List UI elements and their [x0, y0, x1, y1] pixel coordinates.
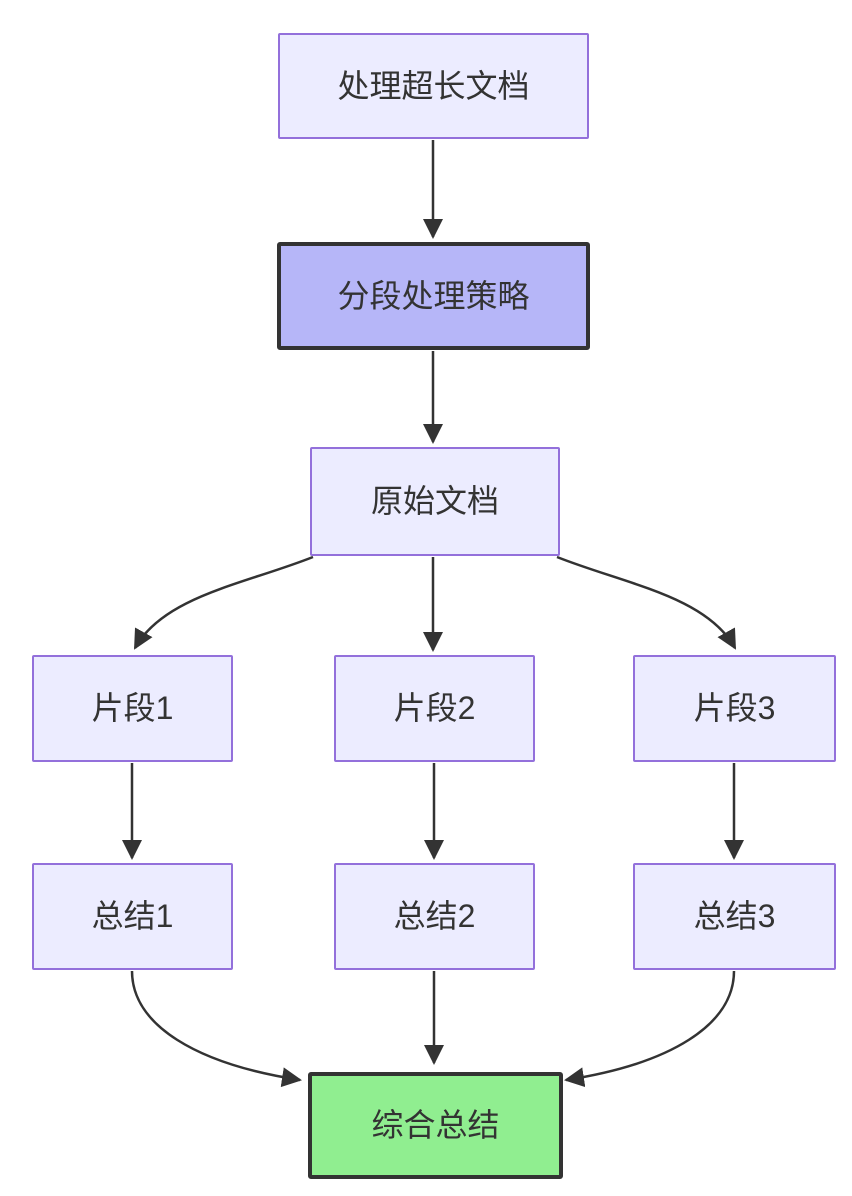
edge-original-seg1: [133, 555, 314, 650]
edge-sum3-final: [564, 970, 736, 1088]
node-fragment-3: 片段3: [633, 655, 836, 762]
node-final-summary-label: 综合总结: [371, 1107, 500, 1144]
node-fragment-1: 片段1: [32, 655, 233, 762]
node-fragment-1-label: 片段1: [91, 690, 174, 727]
node-summary-1-label: 总结1: [91, 898, 174, 935]
edge-sum1-final: [130, 970, 302, 1088]
node-segment-strategy-label: 分段处理策略: [337, 277, 530, 314]
node-process-long-doc-label: 处理超长文档: [337, 67, 530, 104]
node-summary-2: 总结2: [334, 863, 535, 970]
node-summary-1: 总结1: [32, 863, 233, 970]
node-summary-3: 总结3: [633, 863, 836, 970]
edge-original-seg3: [556, 555, 737, 650]
node-summary-3-label: 总结3: [693, 898, 776, 935]
node-fragment-2: 片段2: [334, 655, 535, 762]
node-fragment-2-label: 片段2: [393, 690, 476, 727]
node-process-long-doc: 处理超长文档: [278, 33, 589, 139]
node-original-doc: 原始文档: [310, 447, 560, 556]
node-fragment-3-label: 片段3: [693, 690, 776, 727]
node-segment-strategy: 分段处理策略: [277, 242, 590, 350]
node-summary-2-label: 总结2: [393, 898, 476, 935]
node-original-doc-label: 原始文档: [370, 483, 499, 520]
node-final-summary: 综合总结: [308, 1072, 563, 1179]
